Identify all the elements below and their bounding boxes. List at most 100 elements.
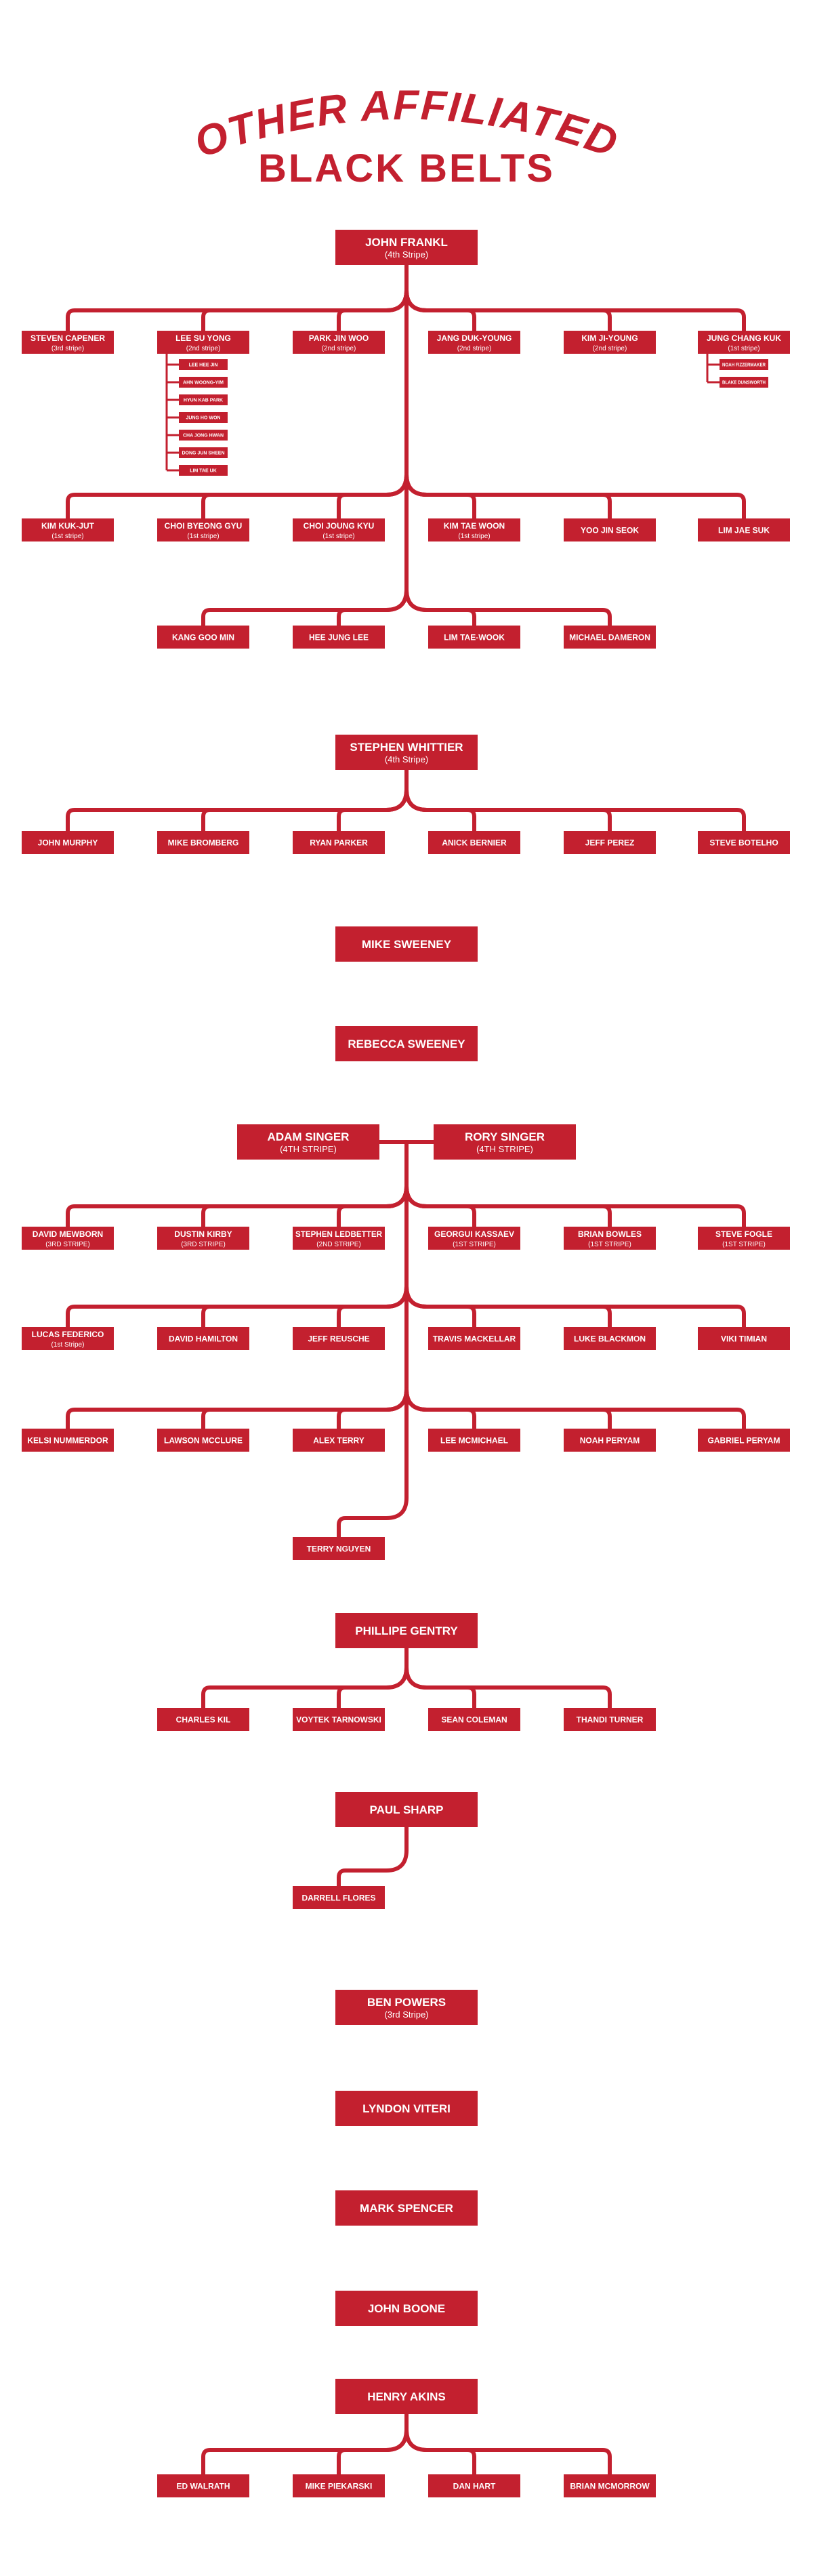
member-steve-fogle: STEVE FOGLE(1ST STRIPE) xyxy=(698,1227,790,1250)
member-stripe: (2nd stripe) xyxy=(322,345,356,352)
root-phillipe-gentry: PHILLIPE GENTRY xyxy=(335,1613,478,1648)
member-box xyxy=(698,331,790,354)
member-name: NOAH PERYAM xyxy=(580,1435,640,1445)
connector-branch xyxy=(404,588,612,628)
member-name: Darrell Flores xyxy=(301,1893,375,1902)
member-box xyxy=(22,1429,114,1452)
member-stephen-ledbetter: STEPHEN LEDBETTER(2ND STRIPE) xyxy=(293,1227,385,1250)
member-name: JEFF REUSCHE xyxy=(308,1334,369,1343)
member-name: CHARLES KIL xyxy=(176,1715,231,1724)
member-john-murphy: JOHN MURPHY xyxy=(22,831,114,854)
connector-branch xyxy=(404,288,746,333)
member-box xyxy=(564,831,656,854)
member-name: CHA JONG HWAN xyxy=(183,434,224,438)
member-name: LUKE BLACKMON xyxy=(574,1334,646,1343)
member-box xyxy=(720,359,768,370)
member-box xyxy=(293,331,385,354)
member-box xyxy=(22,1227,114,1250)
sub-member-lim-tae-uk: LIM TAE UK xyxy=(179,465,228,476)
member-lim-tae-wook: LIM TAE-WOOK xyxy=(428,626,520,649)
member-box xyxy=(698,1429,790,1452)
member-box xyxy=(157,331,249,354)
member-box xyxy=(335,2379,478,2414)
member-box xyxy=(335,230,478,265)
member-name: VIKI TIMIAN xyxy=(721,1334,767,1343)
member-name: LAWSON MCCLURE xyxy=(164,1435,243,1445)
member-box xyxy=(22,831,114,854)
member-name: YOO JIN SEOK xyxy=(581,525,639,535)
member-box xyxy=(179,465,228,476)
member-box xyxy=(335,1990,478,2025)
member-name: JUNG CHANG KUK xyxy=(707,333,781,343)
member-anick-bernier: ANICK BERNIER xyxy=(428,831,520,854)
member-box xyxy=(698,1227,790,1250)
member-box xyxy=(157,518,249,541)
member-georgui-kassaev: GEORGUI KASSAEV(1ST STRIPE) xyxy=(428,1227,520,1250)
member-name: MICHAEL DAMERON xyxy=(569,632,650,642)
root-lyndon-viteri: LYNDON VITERI xyxy=(335,2091,478,2126)
member-stripe: (4TH STRIPE) xyxy=(476,1144,533,1154)
member-box xyxy=(428,518,520,541)
member-box xyxy=(564,518,656,541)
member-box xyxy=(720,377,768,388)
connector-branch xyxy=(337,1387,409,1431)
connector-branch xyxy=(404,2428,612,2476)
member-box xyxy=(179,447,228,458)
member-box xyxy=(157,1227,249,1250)
member-stripe: (3RD STRIPE) xyxy=(45,1241,90,1248)
member-box xyxy=(335,2291,478,2326)
member-box xyxy=(179,359,228,370)
member-name: STEVE FOGLE xyxy=(715,1229,772,1239)
member-box xyxy=(428,2474,520,2497)
member-name: MIKE SWEENEY xyxy=(362,938,452,951)
member-box xyxy=(428,831,520,854)
root-rory-singer: RORY SINGER(4TH STRIPE) xyxy=(434,1124,576,1160)
member-jung-chang-kuk: JUNG CHANG KUK(1st stripe) xyxy=(698,331,790,354)
member-name: KANG GOO MIN xyxy=(172,632,234,642)
root-mike-sweeney: MIKE SWEENEY xyxy=(335,926,478,962)
member-box xyxy=(293,1429,385,1452)
member-box xyxy=(564,1429,656,1452)
member-noah-peryam: NOAH PERYAM xyxy=(564,1429,656,1452)
member-name: PARK JIN WOO xyxy=(309,333,369,343)
member-name: MIKE PIEKARSKI xyxy=(306,2481,373,2491)
member-stripe: (3RD STRIPE) xyxy=(181,1241,226,1248)
member-stripe: (3rd Stripe) xyxy=(384,2009,428,2020)
member-name: ED WALRATH xyxy=(176,2481,230,2491)
member-box xyxy=(293,2474,385,2497)
member-stripe: (1st stripe) xyxy=(51,533,83,540)
member-box xyxy=(698,1327,790,1350)
member-box xyxy=(157,626,249,649)
connector-branch xyxy=(404,1387,746,1431)
member-lucas-federico: LUCAS FEDERICO(1st Stripe) xyxy=(22,1327,114,1350)
member-name: TERRY NGUYEN xyxy=(307,1544,371,1553)
member-steve-botelho: STEVE BOTELHO xyxy=(698,831,790,854)
member-stripe: (1ST STRIPE) xyxy=(453,1241,496,1248)
member-name: LYNDON VITERI xyxy=(362,2102,451,2115)
connector-branch xyxy=(337,588,409,628)
member-name: BRIAN McMORROW xyxy=(570,2481,650,2491)
member-stripe: (2nd stripe) xyxy=(186,345,221,352)
member-david-mewborn: DAVID MEWBORN(3RD STRIPE) xyxy=(22,1227,114,1250)
member-box xyxy=(157,1327,249,1350)
root-john-boone: JOHN BOONE xyxy=(335,2291,478,2326)
connector-branch xyxy=(337,1848,409,1888)
member-box xyxy=(564,1227,656,1250)
member-box xyxy=(293,831,385,854)
member-kang-goo-min: KANG GOO MIN xyxy=(157,626,249,649)
member-choi-joung-kyu: CHOI JOUNG KYU(1st stripe) xyxy=(293,518,385,541)
member-box xyxy=(157,1429,249,1452)
sub-member-cha-jong-hwan: CHA JONG HWAN xyxy=(179,430,228,441)
member-name: LIM TAE-WOOK xyxy=(444,632,505,642)
member-name: PAUL SHARP xyxy=(370,1803,444,1816)
member-name: HYUN KAB PARK xyxy=(184,398,223,403)
member-name: ALEX TERRY xyxy=(313,1435,364,1445)
sub-member-lee-hee-jin: LEE HEE JIN xyxy=(179,359,228,370)
member-ryan-parker: RYAN PARKER xyxy=(293,831,385,854)
member-box xyxy=(434,1124,576,1160)
member-name: DAVID HAMILTON xyxy=(169,1334,238,1343)
member-name: LUCAS FEDERICO xyxy=(32,1330,104,1339)
member-box xyxy=(293,518,385,541)
member-box xyxy=(157,1708,249,1731)
